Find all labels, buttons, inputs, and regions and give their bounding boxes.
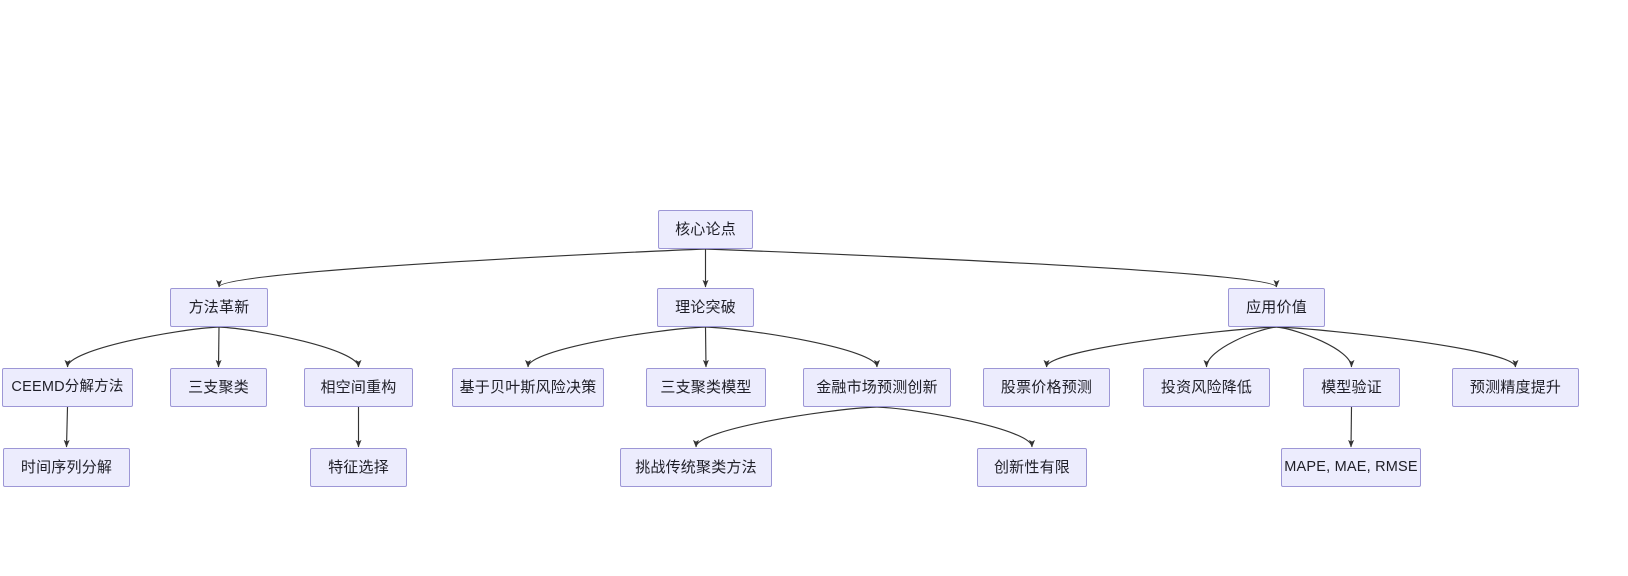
- edge-theory-to-finance: [705, 326, 880, 368]
- node-challenge[interactable]: 挑战传统聚类方法: [620, 448, 772, 487]
- node-label: 投资风险降低: [1160, 379, 1253, 396]
- node-label: 应用价值: [1246, 299, 1307, 316]
- edge-value-to-stockprice: [1043, 326, 1277, 368]
- node-label: 时间序列分解: [20, 459, 113, 476]
- edge-method-to-ceemd: [64, 326, 220, 368]
- node-threewaymodel[interactable]: 三支聚类模型: [646, 368, 766, 407]
- node-label: 股票价格预测: [1000, 379, 1093, 396]
- node-featsel[interactable]: 特征选择: [310, 448, 407, 487]
- node-validation[interactable]: 模型验证: [1303, 368, 1400, 407]
- node-label: 三支聚类模型: [660, 379, 752, 396]
- edge-finance-to-limited: [876, 406, 1035, 448]
- node-ceemd[interactable]: CEEMD分解方法: [2, 368, 133, 407]
- edges-group: [63, 248, 1519, 448]
- edge-theory-to-threewaymodel: [702, 326, 709, 368]
- node-label: 创新性有限: [993, 459, 1070, 476]
- node-theory[interactable]: 理论突破: [657, 288, 754, 327]
- node-metrics[interactable]: MAPE, MAE, RMSE: [1281, 448, 1421, 487]
- node-limited[interactable]: 创新性有限: [977, 448, 1087, 487]
- node-label: 预测精度提升: [1469, 379, 1562, 396]
- node-label: 特征选择: [328, 459, 389, 476]
- edge-finance-to-challenge: [693, 406, 878, 448]
- edge-root-to-value: [705, 248, 1280, 288]
- node-label: 核心论点: [675, 221, 736, 238]
- node-riskreduce[interactable]: 投资风险降低: [1143, 368, 1270, 407]
- node-tsdecomp[interactable]: 时间序列分解: [3, 448, 130, 487]
- node-label: 基于贝叶斯风险决策: [459, 379, 597, 396]
- node-stockprice[interactable]: 股票价格预测: [983, 368, 1110, 407]
- node-label: 挑战传统聚类方法: [635, 459, 757, 476]
- node-bayes[interactable]: 基于贝叶斯风险决策: [452, 368, 604, 407]
- edge-theory-to-bayes: [525, 326, 706, 368]
- edge-method-to-phasespace: [218, 326, 362, 368]
- node-label: 三支聚类: [188, 379, 249, 396]
- node-label: 模型验证: [1321, 379, 1382, 396]
- node-finance[interactable]: 金融市场预测创新: [803, 368, 951, 407]
- edge-value-to-validation: [1276, 326, 1355, 368]
- node-threeway[interactable]: 三支聚类: [170, 368, 267, 407]
- node-label: 相空间重构: [320, 379, 397, 396]
- node-value[interactable]: 应用价值: [1228, 288, 1325, 327]
- node-label: CEEMD分解方法: [11, 379, 124, 396]
- node-label: 理论突破: [675, 299, 736, 316]
- node-label: 金融市场预测创新: [816, 379, 938, 396]
- edge-value-to-accuracy: [1276, 326, 1519, 368]
- edge-value-to-riskreduce: [1203, 326, 1277, 368]
- node-root[interactable]: 核心论点: [658, 210, 753, 249]
- edge-ceemd-to-tsdecomp: [63, 406, 70, 448]
- node-accuracy[interactable]: 预测精度提升: [1452, 368, 1579, 407]
- node-phasespace[interactable]: 相空间重构: [304, 368, 413, 407]
- node-label: 方法革新: [188, 299, 250, 316]
- node-method[interactable]: 方法革新: [170, 288, 268, 327]
- node-label: MAPE, MAE, RMSE: [1284, 459, 1418, 476]
- edge-method-to-threeway: [215, 326, 222, 368]
- edge-root-to-method: [216, 248, 706, 288]
- edge-validation-to-metrics: [1348, 406, 1355, 448]
